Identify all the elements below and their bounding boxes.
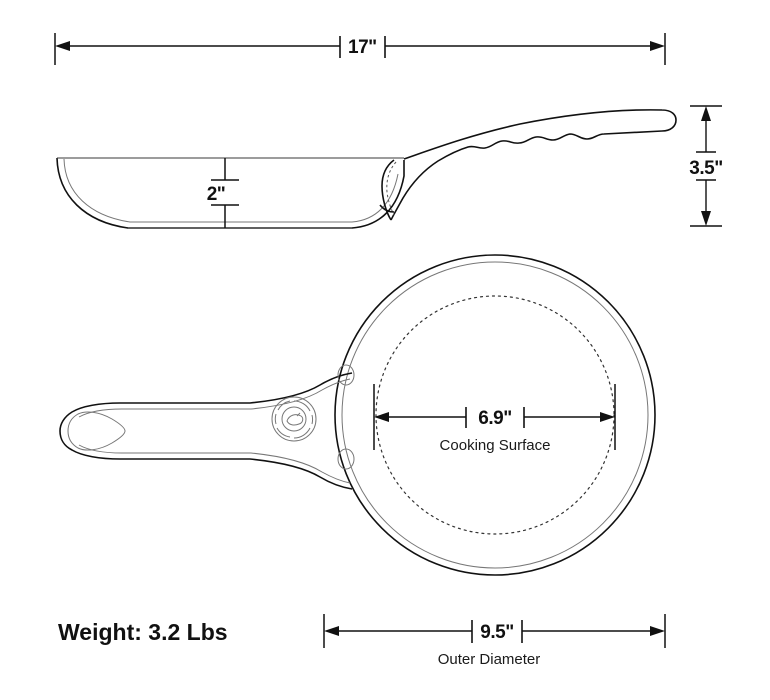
handle-upper-profile: [403, 109, 677, 160]
dimension-value-outer-diameter: 9.5": [480, 622, 513, 643]
od-arrowhead-right: [650, 626, 665, 636]
brand-logo-badge: [271, 396, 317, 442]
pan-body-outer-profile: [56, 157, 405, 229]
rivet-upper: [337, 364, 355, 386]
handle-plan-outline: [59, 372, 353, 490]
arrowhead-left: [55, 41, 70, 51]
handle-junction-seam: [386, 161, 397, 216]
handle-plan-bevel-lower: [78, 444, 351, 484]
cooking-arrowhead-right: [600, 412, 615, 422]
logo-ring-seg-1: [293, 400, 311, 412]
logo-outer-ring: [271, 396, 317, 442]
side-elevation-view: 2": [56, 109, 677, 229]
arrowhead-down: [701, 211, 711, 226]
dimension-outer-diameter: 9.5" Outer Diameter: [323, 614, 666, 668]
dimension-label-outer-diameter: Outer Diameter: [438, 651, 541, 668]
od-arrowhead-left: [324, 626, 339, 636]
dimension-cooking-surface: 6.9" Cooking Surface: [373, 384, 616, 454]
cooking-surface-circle: [375, 295, 615, 535]
cooking-arrowhead-left: [374, 412, 389, 422]
handle-plan-bevel-upper: [78, 378, 351, 418]
pan-outer-circle: [334, 254, 656, 576]
handle-hanging-hole: [67, 411, 126, 451]
weight-label: Weight: 3.2 Lbs: [58, 619, 228, 645]
pan-body-inner-wall: [63, 158, 399, 223]
logo-emblem-detail: [296, 412, 301, 417]
logo-ring-seg-4: [276, 427, 291, 438]
dimension-label-cooking-surface: Cooking Surface: [440, 437, 551, 454]
logo-ring-seg-3: [293, 427, 311, 439]
arrowhead-right: [650, 41, 665, 51]
arrowhead-up: [701, 106, 711, 121]
dimension-value-pan-depth: 2": [207, 184, 226, 205]
top-plan-view: 6.9" Cooking Surface: [59, 254, 656, 576]
logo-ring-seg-5: [274, 413, 277, 425]
rivet-lower: [337, 448, 355, 470]
handle-junction-notch: [379, 204, 395, 213]
dimension-value-overall-length: 17": [348, 37, 377, 58]
logo-inner-circle: [281, 406, 307, 432]
dimension-value-cooking-surface: 6.9": [478, 408, 511, 429]
dimension-handle-height: 3.5": [689, 105, 723, 227]
handle-junction-curve: [381, 159, 395, 221]
logo-emblem-mark: [286, 414, 304, 426]
dimension-pan-depth: 2": [207, 158, 239, 228]
handle-lower-profile-grip: [390, 130, 663, 221]
dimension-value-handle-height: 3.5": [689, 158, 722, 179]
pan-rim-inner-circle: [341, 261, 649, 569]
logo-ring-seg-2: [311, 414, 314, 425]
dimension-overall-length: 17": [54, 33, 666, 65]
logo-ring-seg-6: [277, 400, 291, 411]
